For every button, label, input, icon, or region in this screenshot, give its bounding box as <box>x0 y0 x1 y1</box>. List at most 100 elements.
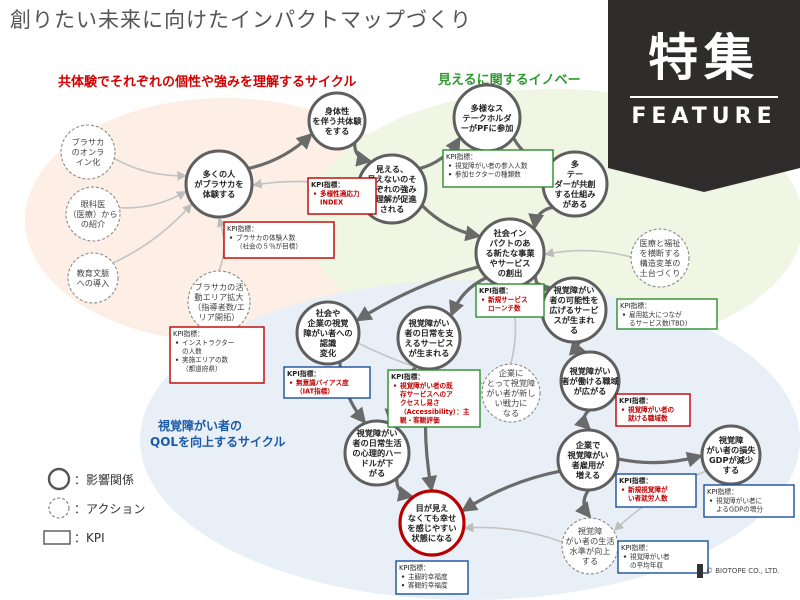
node-label-line: 体験する <box>203 189 236 199</box>
kpi-bullet <box>401 575 405 578</box>
kpi-item: 視覚障がい者の <box>627 405 675 414</box>
kpi-bullet <box>448 164 452 167</box>
node-label-line: 水準が向上 <box>570 546 611 556</box>
feature-badge-jp: 特集 <box>648 29 760 87</box>
node-label-line: （医療）から <box>68 209 117 219</box>
node-label-line: のオンラ <box>72 147 105 157</box>
kpi-box-border <box>442 149 554 188</box>
node-label-line: がある <box>563 199 588 209</box>
kpi-heading: KPI指標： <box>707 487 738 496</box>
node-circle <box>559 350 621 412</box>
node-label-line: される <box>380 204 405 214</box>
edge-n_edu-to-n_many <box>112 203 193 264</box>
node-label-line: る新たな事業 <box>485 248 535 258</box>
legend: ：影響関係 ：アクション ：KPI <box>43 467 145 545</box>
node-label-line: 社会や <box>315 308 341 318</box>
kpi-item: 実施エリアの数 <box>182 355 229 364</box>
node-label-line: 者が働ける職域 <box>560 376 619 386</box>
kpi-box-border <box>615 473 697 508</box>
kpi-item: 多様性適応力 <box>320 189 360 198</box>
kpi-item: よるGDPの増分 <box>716 505 763 514</box>
kpi-bullet <box>622 313 626 316</box>
node-label-line: スが生まれ <box>554 315 596 325</box>
node-label-line: 認識 <box>320 338 337 348</box>
kpi-bullet <box>621 408 625 411</box>
node-label-line: がい者が新し <box>486 388 535 398</box>
kpi-heading: KPI指標： <box>446 152 477 161</box>
kpi-item: 視覚障がい者の既 <box>399 381 453 390</box>
node-label-line: をする <box>325 126 350 136</box>
kpi-heading: KPI指標： <box>311 180 344 189</box>
kpi-boxes: KPI指標：多様性適応力INDEXKPI指標：ブラサカの体験人数（社会の５％が目… <box>169 149 795 595</box>
feature-badge-divider <box>630 96 778 98</box>
node-circle <box>60 124 116 180</box>
kpi-heading: KPI指標： <box>620 301 651 310</box>
node-label-line: がい者の損失 <box>706 445 756 455</box>
kpi-heading: KPI指標： <box>391 372 424 381</box>
node-label-line: の理解が促進 <box>367 194 417 204</box>
node-label-line: 土台づくり <box>640 268 681 278</box>
node-label-line: の心理的ハー <box>352 448 401 458</box>
kpi-item: クセスし易さ <box>400 398 440 407</box>
node-label-line: への導入 <box>77 278 110 288</box>
page-title: 創りたい未来に向けたインパクトマップづくり <box>10 8 472 32</box>
edge-n_ophth-to-n_many <box>119 191 187 209</box>
blue-cycle-area <box>140 280 800 600</box>
nodes: ブラサカのオンライン化眼科医（医療）からの紹介教育文脈への導入ブラサカの活動エリ… <box>60 83 762 575</box>
feature-badge-en: FEATURE <box>631 104 777 129</box>
kpi-item: い者就労人数 <box>628 494 668 503</box>
node-label-line: の紹介 <box>81 219 106 229</box>
node-label-line: 変化 <box>320 348 337 358</box>
edge-n_living-to-n_happy <box>463 522 563 543</box>
node-label-line: を伴う共体験 <box>312 116 362 126</box>
feature-badge-point <box>608 168 800 192</box>
kpi-item: 雇用拡大につなが <box>629 310 682 319</box>
node-label-line: れぞれの強み <box>367 184 416 194</box>
legend-influence-circle <box>47 467 71 491</box>
kpi-heading: KPI指標： <box>399 563 430 572</box>
edge-n_online-to-n_many <box>113 157 187 181</box>
kpi-heading: KPI指標： <box>619 476 652 485</box>
edge-n_many-to-n_body <box>247 132 313 171</box>
node-label-line: 企業の視覚 <box>307 318 350 328</box>
node-label-line: 障がい者への <box>303 328 352 338</box>
node-label-line: 増える <box>576 470 600 480</box>
node-label-line: 者雇用が <box>571 460 606 470</box>
node-circle <box>184 149 254 219</box>
node-label-line: る <box>570 325 578 335</box>
copyright: © BIOTOPE CO., LTD. <box>706 567 780 575</box>
edge-n_body-to-n_see <box>353 142 373 167</box>
edge-n_social-to-n_corp <box>355 265 480 322</box>
node-label-line: ダーが共創 <box>555 179 596 189</box>
node-label-line: 動エリア拡大 <box>194 292 243 302</box>
feature-badge-background <box>608 0 800 168</box>
edge-n_see-to-n_social <box>420 204 482 242</box>
legend-kpi-label: ：KPI <box>74 531 105 545</box>
node-label-line: を感じやすい <box>407 523 456 533</box>
kpi-item: （社会の５％が目標） <box>236 242 302 251</box>
kpi-item: 存サービスへのア <box>400 390 453 399</box>
node-label-line: 広げるサービ <box>549 305 598 315</box>
kpi-item: ブラサカの体験人数 <box>236 233 296 242</box>
edge-n_medical-to-n_social <box>544 247 632 258</box>
node-circle <box>307 91 367 151</box>
node-label-line: が生まれる <box>409 348 450 358</box>
kpi-item: 新規サービス <box>488 295 528 304</box>
node-label-line: がブラサカを <box>194 179 243 189</box>
kpi-box-border <box>615 393 691 427</box>
node-circle <box>343 419 411 487</box>
node-label-line: 企業で <box>575 440 601 450</box>
node-label-line: ブラサカの活 <box>194 282 243 292</box>
